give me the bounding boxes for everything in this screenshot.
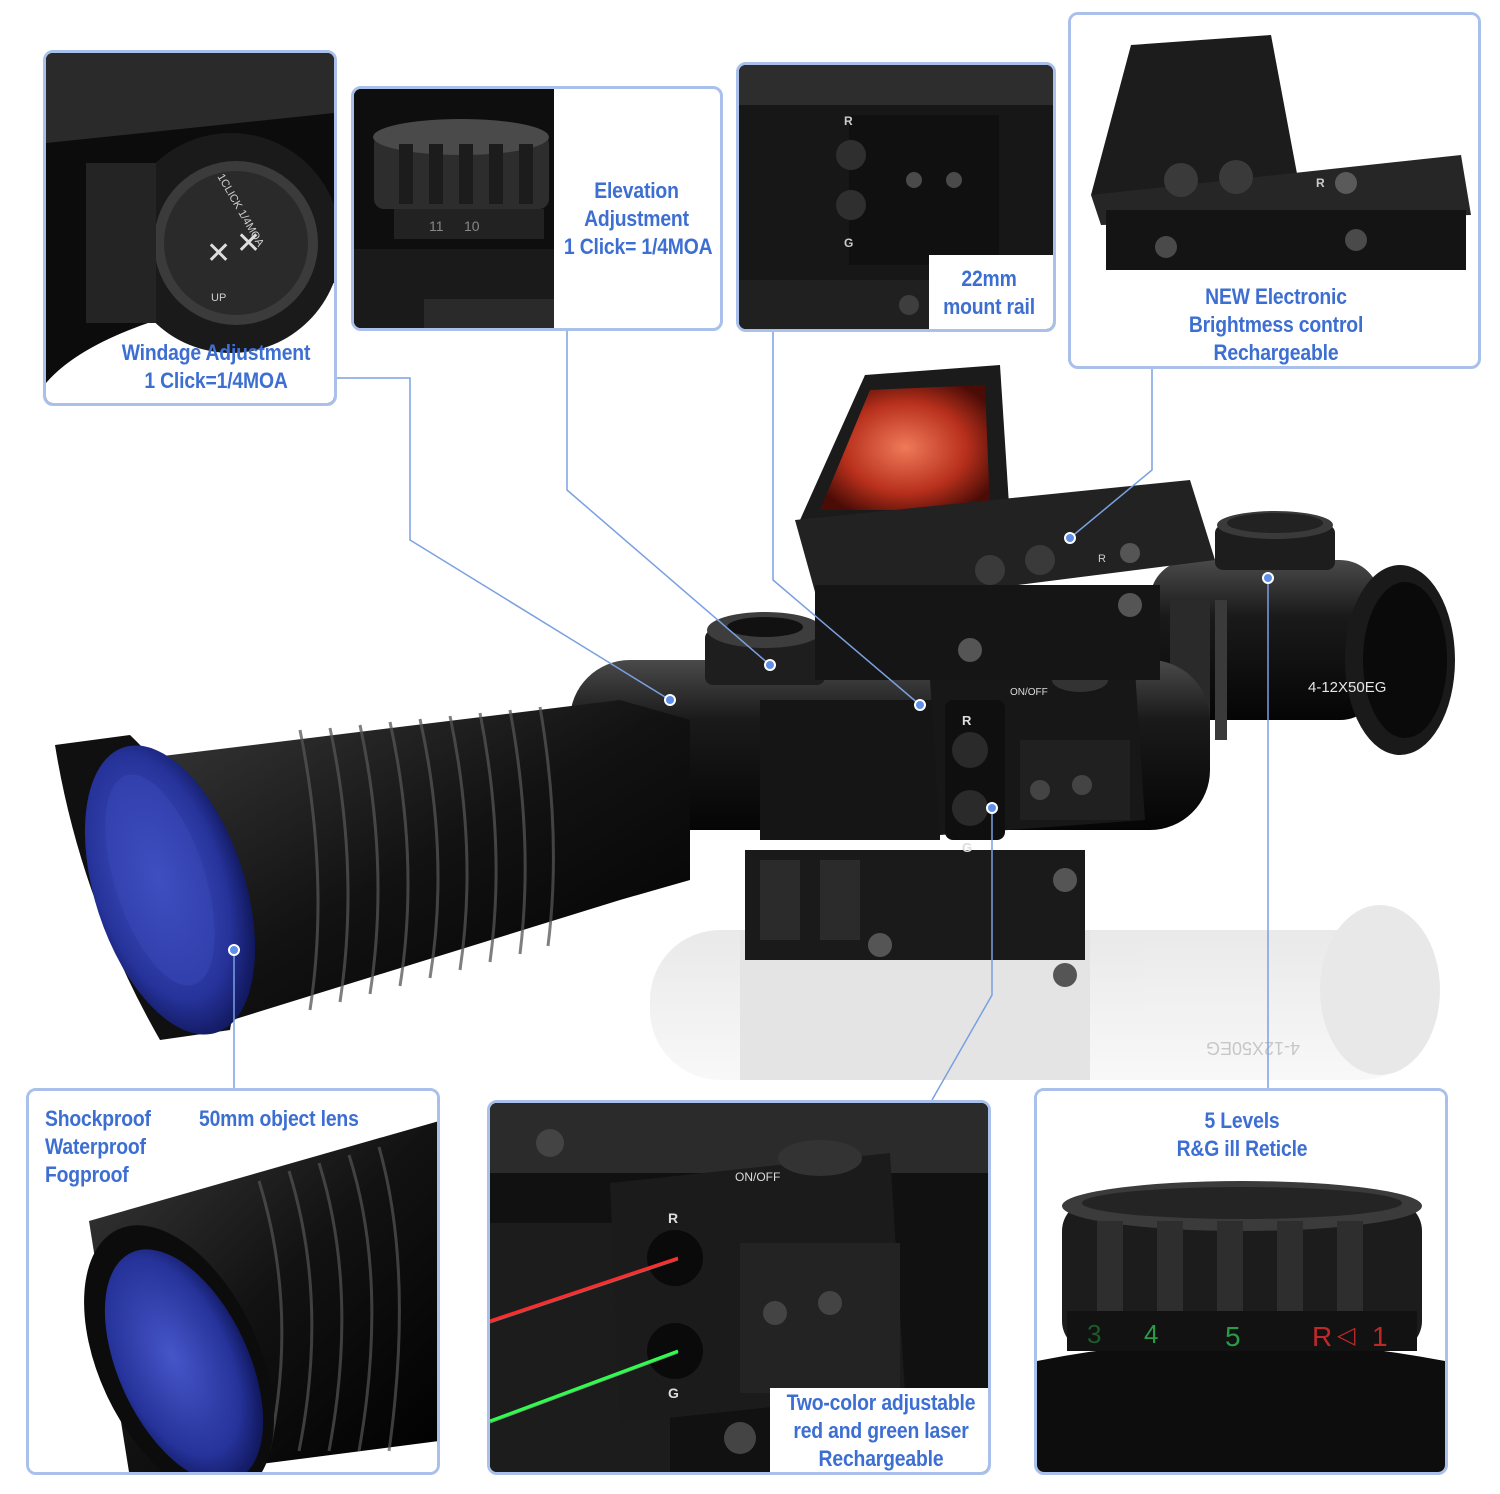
mount-panel: R G 22mm mount rail [736,62,1056,332]
reddot-caption: NEW Electronic Brightmess control Rechar… [1166,283,1386,366]
reticle-caption-line-1: 5 Levels [1204,1108,1280,1133]
reflection-model-text: 4-12X50EG [1206,1038,1300,1058]
lens-caption: 50mm object lens [199,1105,393,1133]
lens-feature-3: Fogproof [45,1162,129,1187]
mount-photo: R G [739,65,1053,329]
laser-g-mark: G [962,840,972,855]
mount-caption: 22mm mount rail [932,265,1046,321]
reddot-caption-line-1: NEW Electronic [1205,284,1347,309]
reticle-photo: 3 4 5 R ◁ 1 [1037,1091,1445,1472]
reddot-caption-line-2: Brightmess control [1188,312,1364,337]
mount-rail-base [745,850,1085,987]
lens-photo [29,1091,437,1472]
reddot-panel: R NEW Electronic Brightmess control Rech… [1068,12,1481,369]
lens-caption-line-1: 50mm object lens [199,1106,359,1131]
laser-caption-line-3: Rechargeable [818,1446,944,1471]
reticle-caption: 5 Levels R&G ill Reticle [1150,1107,1335,1163]
windage-photo: 1CLICK 1/4MOA UP ✕ ✕ [46,53,334,403]
reticle-caption-line-2: R&G ill Reticle [1176,1136,1308,1161]
mount-g-mark: G [844,236,853,250]
mount-r-mark: R [844,114,853,128]
reticle-mark-5: 1 [1372,1321,1388,1352]
svg-text:✕: ✕ [206,237,231,270]
laser-panel-r-mark: R [668,1210,678,1226]
windage-panel: 1CLICK 1/4MOA UP ✕ ✕ Windage Adjustment … [43,50,337,406]
elevation-turret [705,612,825,685]
windage-caption-line-2: 1 Click=1/4MOA [144,368,288,393]
laser-panel-switch: ON/OFF [735,1170,780,1184]
lens-features: Shockproof Waterproof Fogproof [45,1105,177,1189]
reticle-mark-1: 3 [1087,1319,1101,1349]
reticle-mark-2: 4 [1144,1319,1158,1349]
laser-r-mark: R [962,713,972,728]
reticle-triangle-icon: ◁ [1337,1322,1356,1349]
windage-caption-line-1: Windage Adjustment [121,340,311,365]
red-dot-sight: R [795,365,1215,680]
elevation-caption-line-3: 1 Click= 1/4MOA [563,234,713,259]
laser-photo: R G ON/OFF [490,1103,988,1472]
laser-panel-g-mark: G [668,1385,679,1401]
lens-feature-1: Shockproof [45,1106,151,1131]
laser-caption: Two-color adjustable red and green laser… [780,1389,982,1472]
elevation-scale-a: 11 [429,218,444,234]
windage-dial-direction: UP [211,292,226,304]
laser-caption-line-1: Two-color adjustable [786,1390,976,1415]
laser-panel: R G ON/OFF Two-color adjustable red and … [487,1100,991,1475]
mount-caption-line-2: mount rail [943,294,1035,319]
laser-switch-label: ON/OFF [1010,687,1048,698]
reddot-caption-line-3: Rechargeable [1213,340,1339,365]
elevation-caption-line-2: Adjustment [584,206,689,231]
lens-feature-2: Waterproof [45,1134,146,1159]
reticle-mark-3: 5 [1225,1321,1241,1352]
svg-text:✕: ✕ [236,227,261,260]
reticle-mark-4: R [1312,1321,1332,1352]
reddot-r-mark: R [1316,176,1325,190]
elevation-photo: 11 10 [354,89,554,328]
scope-model-label: 4-12X50EG [1308,679,1386,696]
laser-caption-line-2: red and green laser [793,1418,969,1443]
reticle-panel: 3 4 5 R ◁ 1 5 Levels R&G ill Reticle [1034,1088,1448,1475]
elevation-caption: Elevation Adjustment 1 Click= 1/4MOA [563,177,713,261]
objective-bell [55,700,690,1040]
elevation-scale-b: 10 [464,218,480,234]
elevation-caption-line-1: Elevation [594,178,679,203]
mount-caption-line-1: 22mm [961,266,1017,291]
windage-caption: Windage Adjustment 1 Click=1/4MOA [102,339,331,395]
illumination-knob [1215,511,1335,570]
elevation-panel: 11 10 Elevation Adjustment 1 Click= 1/4M… [351,86,723,331]
reddot-photo: R [1071,15,1478,280]
dot-r-mark: R [1098,553,1106,565]
lens-panel: Shockproof Waterproof Fogproof 50mm obje… [26,1088,440,1475]
